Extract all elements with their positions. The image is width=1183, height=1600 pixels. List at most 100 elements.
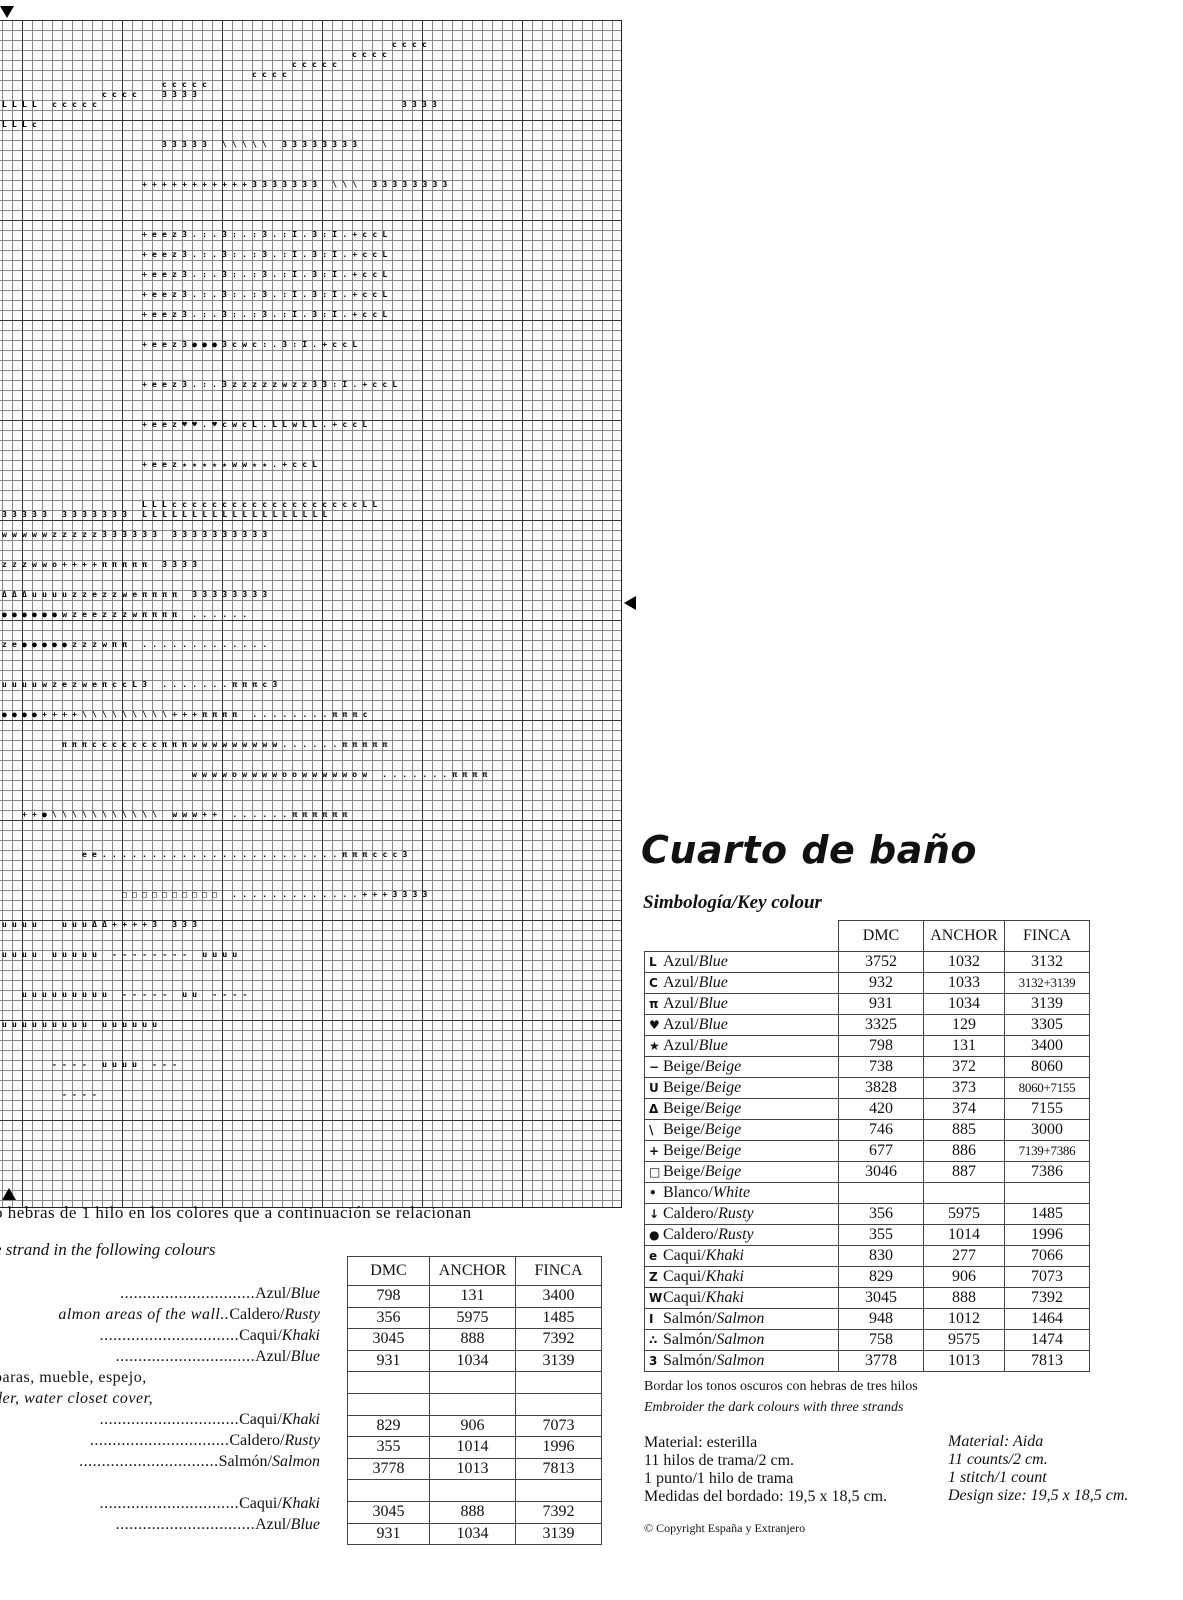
backstitch-item: ...............................Caqui/Kha… xyxy=(100,1327,320,1345)
backstitch-color-en: Blue xyxy=(290,1285,320,1302)
backstitch-color-en: Rusty xyxy=(284,1306,320,1323)
stitch-symbol-icon: Z xyxy=(649,1270,658,1284)
stitch-symbol-icon: \ xyxy=(649,1123,654,1137)
slash: / xyxy=(277,1327,282,1344)
key-color-name: •Blanco/White xyxy=(644,1182,839,1204)
stitch-symbol-icon: U xyxy=(649,1081,659,1095)
key-cell-anchor: 373 xyxy=(923,1077,1005,1099)
cell-anchor: 1014 xyxy=(429,1436,516,1459)
key-name-es: Beige xyxy=(663,1079,701,1096)
chart-symbols-text: +eez★★★★★ww★★.+ccL xyxy=(142,460,323,469)
chart-row: ●●●●++++\\\\\\\\\+++ππππ ........πππc xyxy=(2,710,373,720)
slash: / xyxy=(701,1289,706,1306)
chart-symbols-text: ---- uuuu --- xyxy=(52,1060,183,1069)
chart-symbols-text: 3333 xyxy=(402,100,443,109)
slash: / xyxy=(277,1411,282,1428)
chart-symbols-text: +eez3.:.3:.:3.:I.3:I.+ccL xyxy=(142,250,393,259)
key-cell-finca: 3132+3139 xyxy=(1004,972,1090,994)
key-name-es: Azul xyxy=(663,1016,695,1033)
key-cell-anchor: 5975 xyxy=(923,1203,1005,1225)
instructions-english: e strand in the following colours xyxy=(0,1240,216,1259)
backstitch-color-es: Caldero xyxy=(229,1306,280,1323)
center-marker-top-icon xyxy=(0,6,14,18)
page-title: Cuarto de baño xyxy=(641,828,978,872)
chart-symbols-text: uuuu uuuΔΔ++++3 333 xyxy=(2,920,203,929)
cell-finca: 3139 xyxy=(515,1522,602,1546)
chart-symbols-text: ++●\\\\\\\\\\\ www++ ......ππππππ xyxy=(22,810,353,819)
cell-dmc: 829 xyxy=(347,1414,430,1438)
chart-row: cccc xyxy=(392,40,432,50)
cell-dmc: 356 xyxy=(347,1306,430,1330)
stitch-symbol-icon: 3 xyxy=(649,1354,658,1368)
backstitch-color-es: Caldero xyxy=(229,1432,280,1449)
chart-row: ccccc xyxy=(162,80,212,90)
chart-row: 33333 \\\\\ 33333333 xyxy=(162,140,362,150)
key-cell-dmc: 746 xyxy=(838,1119,924,1141)
key-color-name: +Beige/Beige xyxy=(644,1140,839,1162)
key-cell-anchor: 1033 xyxy=(923,972,1005,994)
key-cell-finca: 3139 xyxy=(1004,993,1090,1015)
key-name-es: Salmón xyxy=(663,1352,712,1369)
chart-symbols-text: ee........................πππccc3 xyxy=(82,850,413,859)
key-cell-anchor: 9575 xyxy=(923,1329,1005,1351)
backstitch-text: paras, mueble, espejo, xyxy=(0,1369,147,1386)
key-name-en: Beige xyxy=(704,1100,742,1117)
key-name-es: Azul xyxy=(663,974,695,991)
key-cell-dmc: 3828 xyxy=(838,1077,924,1099)
key-name-en: Blue xyxy=(698,995,728,1012)
key-name-es: Azul xyxy=(663,995,695,1012)
slash: / xyxy=(708,1184,713,1201)
cell-anchor: 1013 xyxy=(429,1457,516,1481)
key-color-name: \Beige/Beige xyxy=(644,1119,839,1141)
key-name-en: Beige xyxy=(704,1121,742,1138)
key-cell-dmc: 3046 xyxy=(838,1161,924,1183)
cell-dmc: 3778 xyxy=(347,1457,430,1481)
chart-row: +eez3.:.3zzzzzwzz33:I.+ccL xyxy=(142,380,402,390)
chart-symbols-text: πππcccccccπππwwwwwwwww......πππππ xyxy=(62,740,393,749)
cell-anchor: 888 xyxy=(429,1328,516,1351)
chart-row: +++++++++++3333333 \\\ 33333333 xyxy=(142,180,453,190)
stitch-symbol-icon: ♥ xyxy=(649,1018,660,1032)
chart-symbols-text: ccccc xyxy=(162,80,213,89)
chart-row: uuuu uuuuu -------- uuuu xyxy=(2,950,242,960)
slash: / xyxy=(694,974,699,991)
cell-dmc xyxy=(347,1371,430,1394)
cell-anchor: 1034 xyxy=(429,1522,516,1546)
chart-symbols-text: LLLcccccccccccccccccccLL xyxy=(142,500,383,509)
slash: / xyxy=(700,1163,705,1180)
key-cell-dmc: 829 xyxy=(838,1266,924,1288)
cell-finca: 1996 xyxy=(515,1436,602,1459)
chart-row: uuuuwzezweπccL3 .......πππc3 xyxy=(2,680,282,690)
table-row xyxy=(347,1371,602,1394)
chart-symbols-text: +eez3.:.3:.:3.:I.3:I.+ccL xyxy=(142,290,393,299)
cell-anchor: 906 xyxy=(429,1414,516,1438)
key-cell-anchor: 1032 xyxy=(923,951,1005,973)
slash: / xyxy=(700,1121,705,1138)
backstitch-color-es: Caqui xyxy=(239,1411,278,1428)
key-cell-dmc: 932 xyxy=(838,972,924,994)
backstitch-item: ...............................Azul/Blue xyxy=(116,1348,320,1366)
col-dmc: DMC xyxy=(347,1256,430,1286)
note-english: Embroider the dark colours with three st… xyxy=(644,1400,904,1415)
chart-symbols-text: ●●●●●●wzeezzzwππππ ...... xyxy=(2,610,253,619)
material-line: 1 stitch/1 count xyxy=(948,1469,1047,1486)
chart-row: +eez3.:.3:.:3.:I.3:I.+ccL xyxy=(142,250,392,260)
key-name-en: Blue xyxy=(698,1016,728,1033)
slash: / xyxy=(711,1352,717,1369)
chart-row: πππcccccccπππwwwwwwwww......πππππ xyxy=(62,740,393,750)
key-cell-finca: 7392 xyxy=(1004,1287,1090,1309)
material-line: Material: esterilla xyxy=(644,1434,758,1451)
cell-anchor xyxy=(429,1371,516,1394)
backstitch-color-es: Caqui xyxy=(239,1495,278,1512)
backstitch-text: ............................... xyxy=(115,1516,256,1533)
chart-row: □□□□□□□□□□ .............+++3333 xyxy=(122,890,433,900)
key-cell-dmc: 677 xyxy=(838,1140,924,1162)
stitch-symbol-icon: ★ xyxy=(649,1039,660,1053)
backstitch-item: ...............................Caqui/Kha… xyxy=(100,1495,320,1513)
